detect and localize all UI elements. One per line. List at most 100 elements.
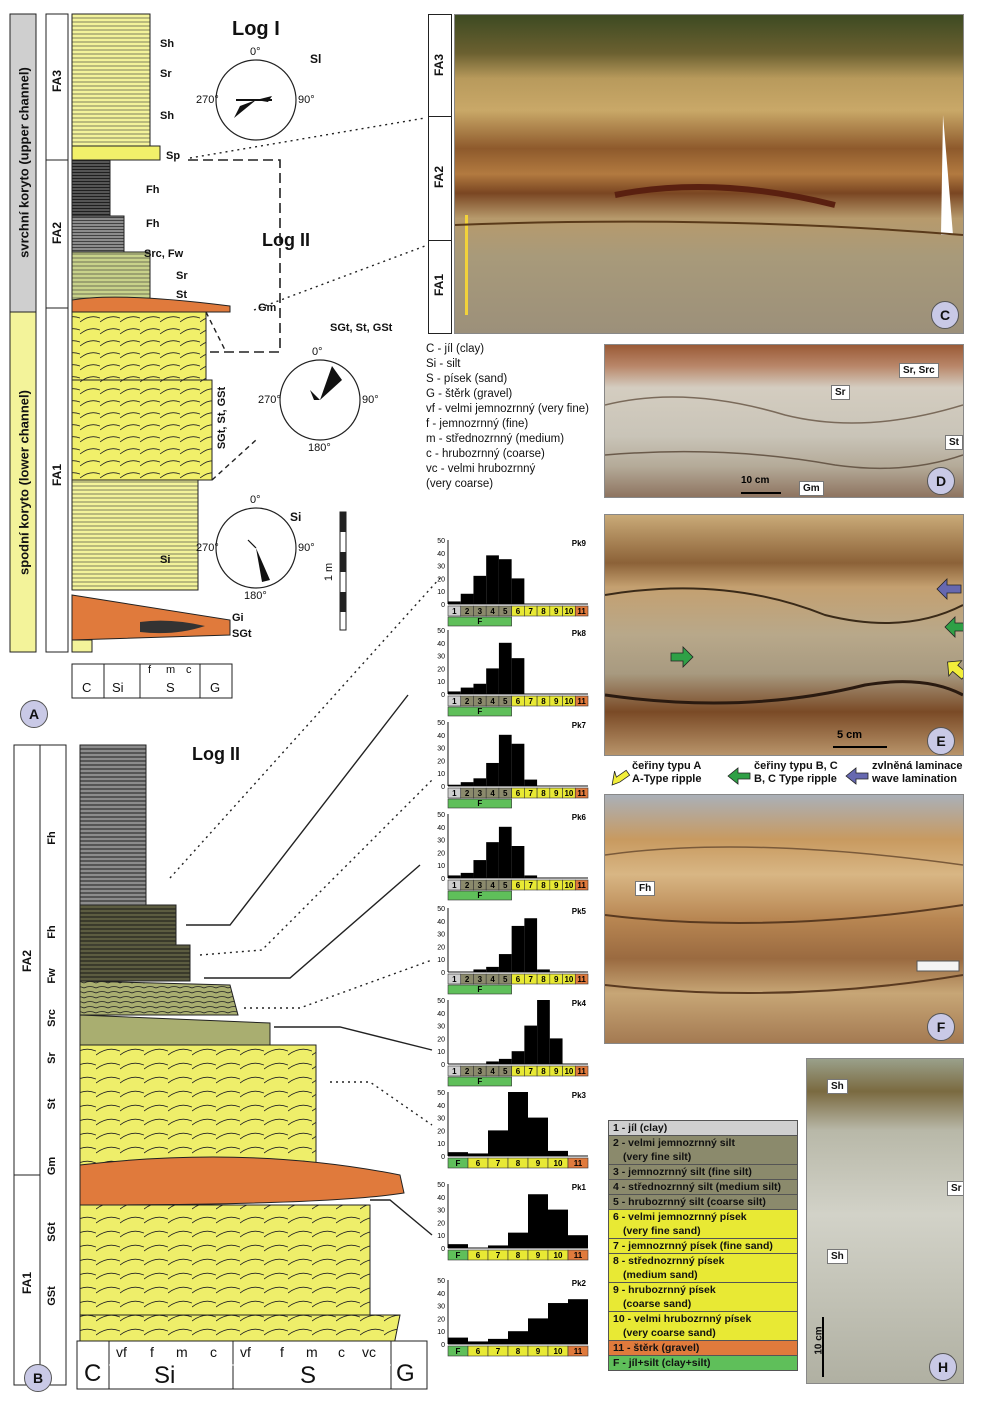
ramp-label: 10 (564, 789, 573, 798)
rose1-right: 90° (298, 94, 315, 106)
histogram-bar (548, 1150, 568, 1156)
key-row: (very fine sand) (609, 1224, 797, 1239)
histogram-bar (511, 925, 525, 972)
key-row: 11 - štěrk (gravel) (609, 1341, 797, 1356)
ramp-label: 1 (452, 1067, 457, 1076)
ramp-label: 9 (554, 789, 559, 798)
facies-st: St (176, 289, 187, 301)
grain-size-key: 1 - jíl (clay) 2 - velmi jemnozrnný silt… (608, 1120, 798, 1371)
ramp-label: 10 (554, 1159, 563, 1168)
histogram-bar (448, 691, 461, 694)
ramp-label: 4 (490, 697, 495, 706)
ramp-label: 10 (564, 697, 573, 706)
fine-fraction-bar (447, 616, 512, 627)
histogram-bar (498, 642, 512, 694)
histogram-name: Pk8 (572, 629, 587, 638)
photo-d-st: St (945, 435, 963, 450)
ramp-cell (574, 605, 589, 617)
histogram-bar (468, 1341, 488, 1344)
key-row: 9 - hrubozrnný písek (609, 1283, 797, 1297)
histogram-bar (498, 954, 512, 972)
b-axis-m2: m (306, 1344, 318, 1360)
y-tick-label: 20 (437, 666, 445, 673)
photo-c-fa1: FA1 (432, 274, 446, 297)
fine-fraction-bar (447, 798, 512, 809)
arrow-a-en: A-Type ripple (632, 773, 702, 785)
panel-a-letter: A (20, 700, 48, 728)
ramp-label: 5 (503, 1067, 508, 1076)
grain-axis-s: S (166, 680, 175, 695)
b-facies-fh-1: Fh (46, 831, 58, 845)
histogram-bar (537, 1000, 550, 1064)
histogram-bar (488, 1338, 508, 1344)
legend-line: m - střednozrnný (medium) (426, 433, 565, 445)
b-axis-f1: f (150, 1344, 154, 1360)
legend-line: c - hrubozrnný (coarse) (426, 448, 545, 460)
facies-src-fw: Src, Fw (144, 248, 184, 260)
y-tick-label: 30 (437, 932, 445, 939)
ramp-label: 3 (478, 1067, 483, 1076)
fine-fraction-label: F (477, 985, 482, 994)
rose3-left: 270° (196, 542, 219, 554)
ramp-cell (574, 973, 589, 985)
b-facies-gm: Gm (46, 1156, 58, 1176)
legend-line: G - štěrk (gravel) (426, 388, 513, 400)
histogram-bar (460, 593, 474, 604)
histogram-bar (511, 1051, 525, 1064)
histogram-bar (511, 658, 525, 694)
ramp-cell (574, 695, 589, 707)
panel-b-title: Log II (192, 744, 240, 764)
facies-sr-1: Sr (160, 68, 172, 80)
b-axis-c1: c (210, 1344, 217, 1360)
y-tick-label: 20 (437, 1220, 445, 1227)
histogram-bar (498, 1058, 512, 1064)
histogram-name: Pk3 (572, 1091, 587, 1100)
ramp-label: 10 (564, 975, 573, 984)
y-tick-label: 50 (437, 1278, 445, 1285)
histogram-bar (473, 969, 487, 972)
photo-c-fa2: FA2 (432, 166, 446, 189)
histogram-bar (524, 918, 538, 972)
b-facies-fw: Fw (46, 968, 58, 984)
photo-d-sr-src: Sr, Src (899, 363, 939, 378)
histogram-bar (548, 1209, 568, 1248)
y-tick-label: 0 (441, 784, 445, 791)
histogram-bar (508, 1092, 528, 1156)
photo-c-fa-bar: FA3 FA2 FA1 (428, 14, 452, 334)
ramp-label: 7 (529, 607, 534, 616)
photo-c-fa3: FA3 (432, 54, 446, 77)
ramp-label: 4 (490, 789, 495, 798)
lower-channel-label: spodní koryto (lower channel) (16, 390, 32, 575)
ramp-label: 7 (529, 881, 534, 890)
b-axis-c2: c (338, 1344, 345, 1360)
y-tick-label: 50 (437, 998, 445, 1005)
histogram-bar (448, 784, 461, 786)
ramp-label: 10 (564, 881, 573, 890)
ramp-label: 8 (516, 1159, 521, 1168)
histogram-bar (548, 1303, 568, 1344)
photo-f-fh: Fh (635, 881, 656, 896)
histogram-name: Pk1 (572, 1183, 587, 1192)
ramp-label: 9 (554, 607, 559, 616)
arrow-wave-text: zvlněná laminace wave lamination (872, 760, 963, 786)
histogram-bar (498, 734, 512, 786)
b-facies-src: Src (46, 1009, 58, 1027)
histogram-bar (524, 875, 538, 878)
y-tick-label: 20 (437, 576, 445, 583)
histogram-bar (473, 575, 487, 604)
ramp-label: 2 (465, 697, 470, 706)
histogram-bar (528, 1117, 548, 1156)
panel-b-axis (76, 1340, 428, 1390)
ramp-label: 2 (465, 1067, 470, 1076)
fine-fraction-label: F (477, 799, 482, 808)
y-tick-label: 50 (437, 720, 445, 727)
histogram-bar (511, 846, 525, 878)
rose3-label: Si (290, 510, 302, 524)
y-tick-label: 0 (441, 1342, 445, 1349)
ramp-label: 8 (541, 1067, 546, 1076)
y-tick-label: 30 (437, 564, 445, 571)
y-tick-label: 40 (437, 919, 445, 926)
histogram-bar (568, 1235, 588, 1248)
